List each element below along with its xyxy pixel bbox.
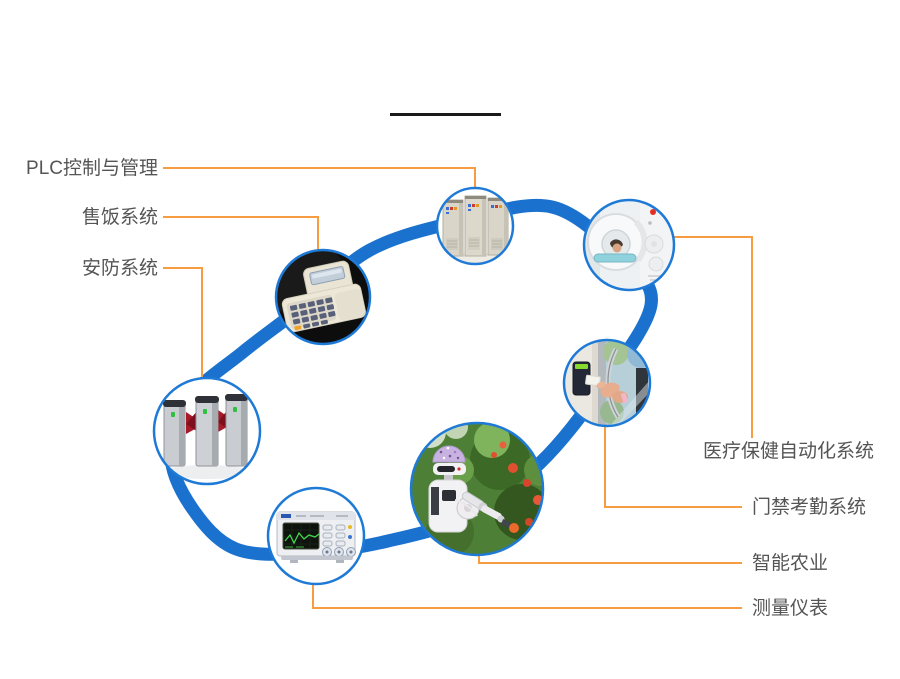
turnstile-node-ring — [152, 376, 262, 486]
connector-lines — [163, 167, 753, 609]
node-ct-scanner — [582, 198, 676, 292]
connector-security — [163, 267, 203, 378]
door-node-ring — [562, 338, 652, 428]
label-medical-system: 医疗保健自动化系统 — [703, 440, 874, 462]
node-agriculture-robot — [409, 421, 545, 557]
connector-plc — [163, 167, 476, 189]
label-access-system: 门禁考勤系统 — [752, 496, 866, 518]
ct-scanner-image — [584, 200, 674, 290]
node-oscilloscope — [266, 486, 366, 586]
turnstile-gates-image — [163, 394, 251, 479]
node-turnstile-gates — [152, 376, 262, 486]
connector-agriculture — [478, 555, 742, 564]
label-security-system: 安防系统 — [82, 257, 158, 279]
plc-node-ring — [435, 186, 515, 266]
label-meal-system: 售饭系统 — [82, 206, 158, 228]
title-divider-line — [390, 113, 501, 116]
connector-meal — [163, 216, 319, 251]
label-plc-system: PLC控制与管理 — [26, 157, 158, 179]
reader-green-led — [575, 364, 588, 369]
label-measurement: 测量仪表 — [752, 597, 828, 619]
meal-node-ring — [274, 248, 372, 346]
connector-measurement — [312, 584, 742, 609]
label-agriculture: 智能农业 — [752, 552, 828, 574]
ct-node-ring — [582, 198, 676, 292]
oscilloscope-image — [276, 511, 356, 563]
node-plc-control-cabinets — [435, 186, 515, 266]
connector-medical — [674, 236, 753, 438]
robot-node-ring — [409, 421, 545, 557]
ct-power-led — [650, 209, 656, 215]
connector-access — [604, 426, 742, 508]
oscilloscope-node-ring — [266, 486, 366, 586]
